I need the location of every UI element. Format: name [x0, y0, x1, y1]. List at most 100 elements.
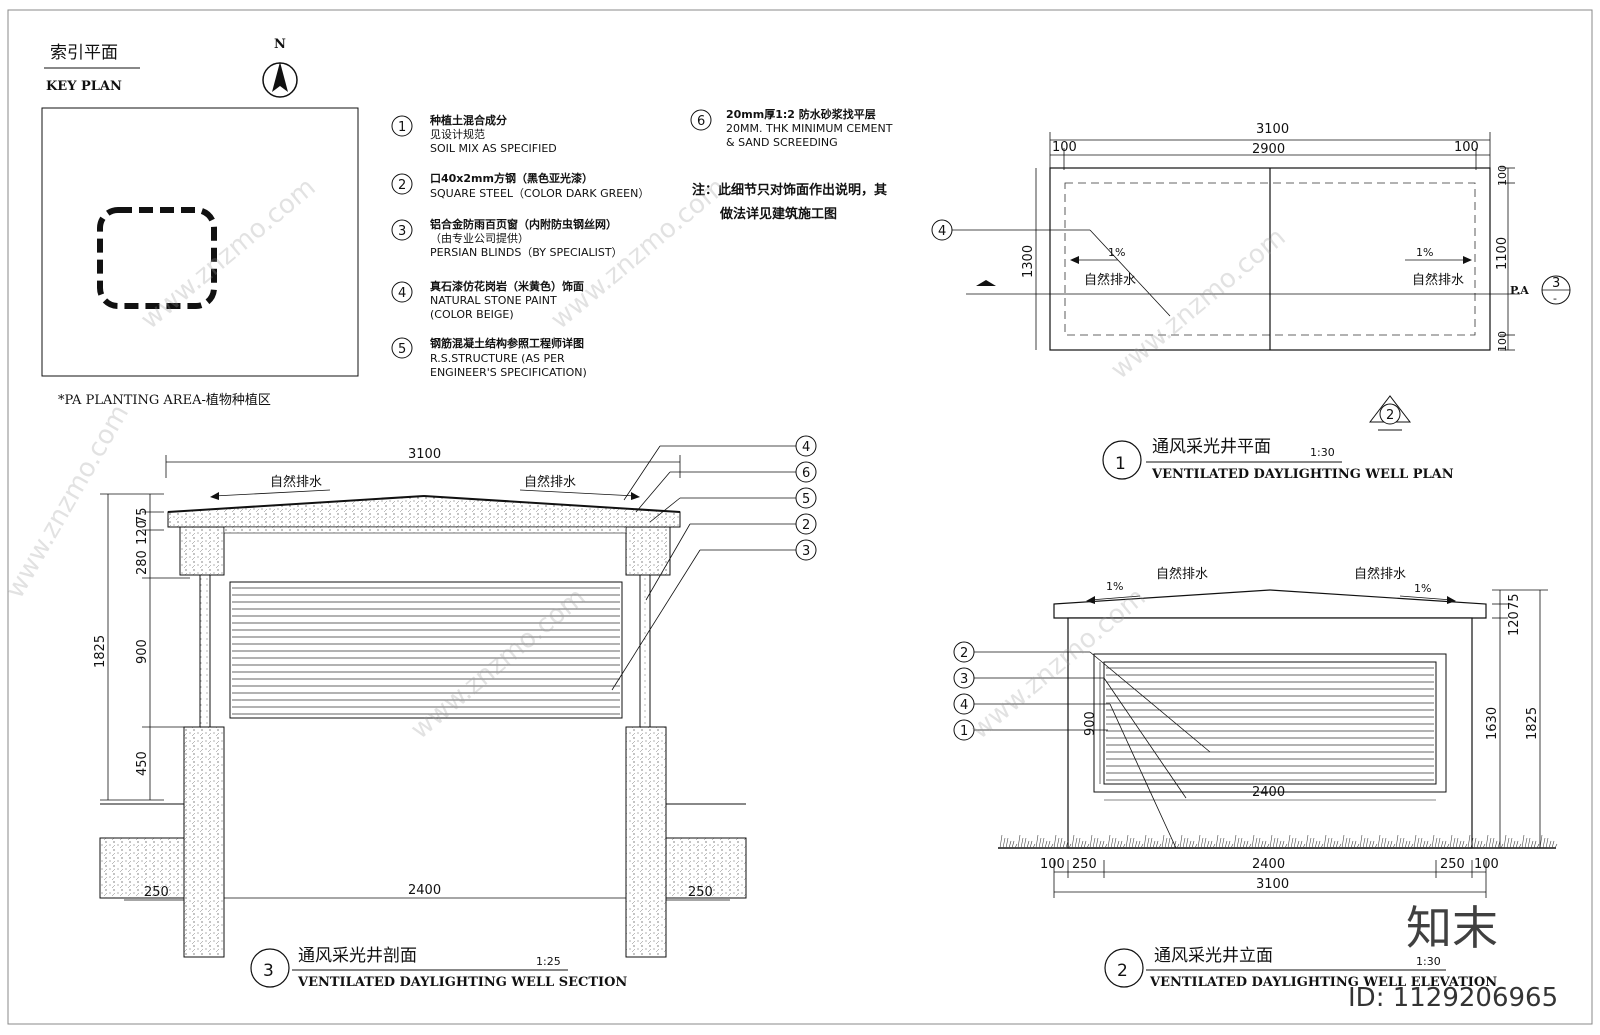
- grass-tuft: [1467, 834, 1474, 849]
- grass-tuft: [1335, 840, 1342, 849]
- plan-title-en: VENTILATED DAYLIGHTING WELL PLAN: [1151, 467, 1454, 482]
- svg-text:(COLOR BEIGE): (COLOR BEIGE): [430, 308, 514, 321]
- svg-text:900: 900: [1083, 711, 1098, 736]
- svg-text:1100: 1100: [1495, 237, 1510, 270]
- svg-text:4: 4: [398, 286, 406, 301]
- svg-text:& SAND SCREEDING: & SAND SCREEDING: [726, 136, 838, 149]
- grass-tuft: [1539, 834, 1546, 849]
- grass-tuft: [1119, 840, 1126, 849]
- svg-text:铝合金防雨百页窗（内附防虫钢丝网）: 铝合金防雨百页窗（内附防虫钢丝网）: [430, 217, 617, 231]
- legend-item-4: 4 真石漆仿花岗岩（米黄色）饰面 NATURAL STONE PAINT (CO…: [391, 279, 584, 321]
- id-watermark: ID: 1129206965: [1348, 983, 1558, 1013]
- grass-tuft: [1533, 840, 1540, 849]
- grass-tuft: [1305, 834, 1312, 849]
- grass-tuft: [1425, 840, 1432, 849]
- svg-text:1%: 1%: [1414, 582, 1431, 595]
- elevation-scale: 1:30: [1416, 955, 1441, 968]
- grass-tuft: [1101, 840, 1108, 849]
- grass-tuft: [1521, 834, 1528, 849]
- grass-tuft: [1023, 837, 1030, 849]
- svg-text:2: 2: [802, 518, 810, 533]
- svg-text:-: -: [1553, 292, 1557, 305]
- plan-view: 3100 100 2900 100 100 1100 100 1300 P.A …: [931, 122, 1571, 482]
- grass-tuft: [1017, 834, 1024, 849]
- section-blinds: [229, 581, 623, 719]
- grass-tuft: [1509, 837, 1516, 849]
- svg-text:75: 75: [1507, 593, 1522, 610]
- legend-item-3: 3 铝合金防雨百页窗（内附防虫钢丝网） （由专业公司提供） PERSIAN BL…: [391, 217, 623, 259]
- grass-tuft: [1095, 837, 1102, 849]
- elevation-roof: [1053, 589, 1487, 619]
- legend: 1 种植土混合成分 见设计规范 SOIL MIX AS SPECIFIED 2 …: [391, 107, 893, 379]
- svg-text:种植土混合成分: 种植土混合成分: [429, 113, 507, 127]
- svg-text:www.znzmo.com: www.znzmo.com: [135, 172, 321, 335]
- svg-text:R.S.STRUCTURE (AS PER: R.S.STRUCTURE (AS PER: [430, 352, 565, 365]
- grass-tuft: [1155, 840, 1162, 849]
- svg-text:1%: 1%: [1416, 246, 1433, 259]
- grass-tuft: [1005, 837, 1012, 849]
- section-scale: 1:25: [536, 955, 561, 968]
- grass-tuft: [1191, 840, 1198, 849]
- key-plan-title-cn: 索引平面: [50, 43, 118, 63]
- grass-tuft: [1407, 840, 1414, 849]
- plan-dim-1300: 1300: [1021, 245, 1036, 278]
- key-plan-frame: [41, 107, 359, 377]
- section-title-en: VENTILATED DAYLIGHTING WELL SECTION: [297, 975, 627, 990]
- grass-tuft: [1443, 840, 1450, 849]
- grass-tuft: [1401, 837, 1408, 849]
- elevation-dim-3100: 3100: [1256, 877, 1289, 892]
- svg-text:5: 5: [398, 342, 406, 357]
- grass-tuft: [1317, 840, 1324, 849]
- section-dim-3100: 3100: [408, 447, 441, 462]
- grass-tuft: [1371, 840, 1378, 849]
- north-label: N: [274, 37, 286, 52]
- grass-tuft: [1185, 837, 1192, 849]
- svg-text:20mm厚1:2 防水砂浆找平层: 20mm厚1:2 防水砂浆找平层: [726, 107, 876, 121]
- grass-tuft: [1149, 837, 1156, 849]
- svg-text:450: 450: [135, 751, 150, 776]
- svg-text:1: 1: [960, 724, 968, 739]
- sheet-border: [7, 9, 1593, 1025]
- grass-tuft: [1203, 837, 1210, 849]
- grass-tuft: [1239, 837, 1246, 849]
- svg-text:250: 250: [1440, 857, 1465, 872]
- svg-text:20MM. THK MINIMUM CEMENT: 20MM. THK MINIMUM CEMENT: [726, 122, 893, 135]
- section-drain-left: 自然排水: [270, 474, 322, 490]
- grass-tuft: [1473, 837, 1480, 849]
- svg-text:100: 100: [1474, 857, 1499, 872]
- grass-tuft: [1449, 834, 1456, 849]
- section-blind-slats: [232, 587, 620, 715]
- brand-watermark: 知末: [1406, 901, 1498, 955]
- grass-tuft: [1167, 837, 1174, 849]
- grass-tuft: [1395, 834, 1402, 849]
- svg-text:75: 75: [135, 507, 150, 524]
- svg-text:（由专业公司提供）: （由专业公司提供）: [430, 231, 529, 245]
- plan-dim-3100: 3100: [1256, 122, 1289, 137]
- plan-title-num: 1: [1115, 454, 1126, 474]
- grass-tuft: [1113, 837, 1120, 849]
- grass-tuft: [1041, 837, 1048, 849]
- grass-tuft: [1383, 837, 1390, 849]
- grass-tuft: [1497, 840, 1504, 849]
- grass-tuft: [1491, 837, 1498, 849]
- grass-tuft: [1221, 837, 1228, 849]
- pa-note: *PA PLANTING AREA-植物种植区: [58, 393, 271, 408]
- grass-tuft: [1143, 834, 1150, 849]
- grass-tuft: [999, 834, 1006, 849]
- grass-tuft: [1389, 840, 1396, 849]
- plan-section-mark: P.A: [1510, 284, 1529, 297]
- svg-text:2400: 2400: [1252, 857, 1285, 872]
- svg-text:SOIL MIX AS SPECIFIED: SOIL MIX AS SPECIFIED: [430, 142, 557, 155]
- north-arrow-icon: N: [262, 37, 298, 98]
- grass-tuft: [1089, 834, 1096, 849]
- section-view: 3100 自然排水 自然排水 75: [93, 435, 817, 990]
- grass-tuft: [1545, 837, 1552, 849]
- svg-text:2: 2: [1386, 408, 1394, 423]
- grass-tuft: [1197, 834, 1204, 849]
- grass-tuft: [1455, 837, 1462, 849]
- elevation-drain-left: 自然排水: [1156, 566, 1208, 582]
- grass-tuft: [1233, 834, 1240, 849]
- svg-text:1: 1: [398, 120, 406, 135]
- grass-tuft: [1131, 837, 1138, 849]
